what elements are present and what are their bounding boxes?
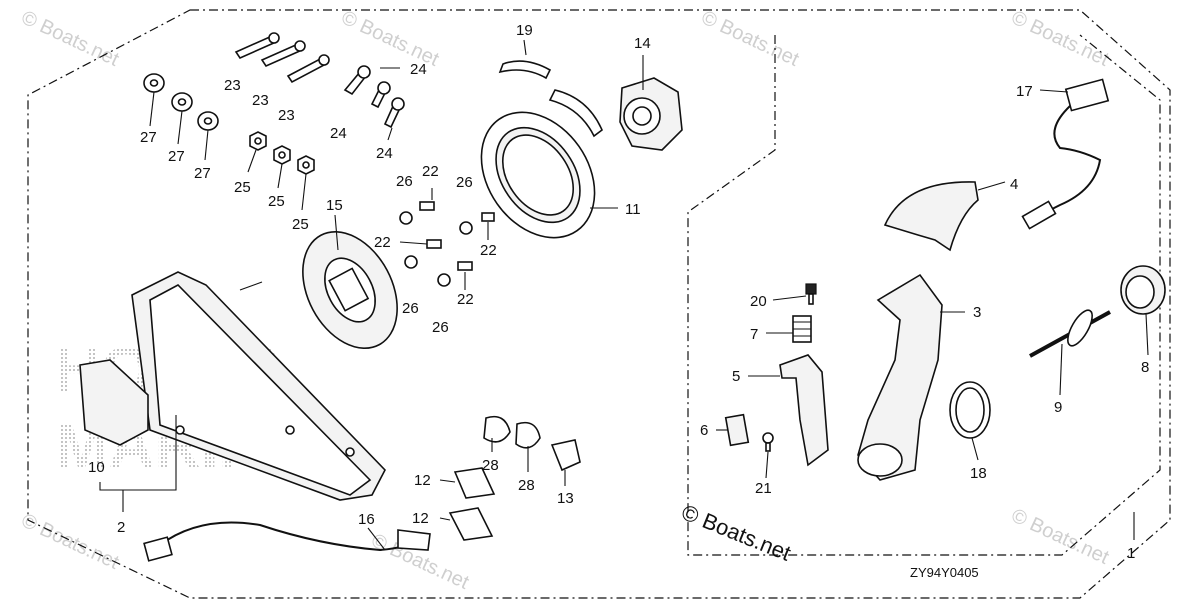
callout-7: 7: [750, 326, 758, 343]
screw-22: [419, 201, 495, 271]
copyright-text: © Boats.net: [678, 499, 794, 565]
callout-9: 9: [1054, 399, 1062, 416]
cover-4: [883, 181, 979, 252]
callout-26: 26: [456, 174, 473, 191]
callout-13: 13: [557, 490, 574, 507]
arm-hub: [857, 443, 903, 477]
washer-26: [399, 211, 473, 287]
callout-20: 20: [750, 293, 767, 310]
harness-17: [1021, 78, 1110, 230]
callout-24: 24: [330, 125, 347, 142]
callout-24: 24: [376, 145, 393, 162]
arm-3: [857, 273, 943, 481]
bracket-12: [448, 507, 494, 541]
callout-1: 1: [1127, 545, 1135, 562]
spring-7: [792, 315, 812, 343]
clip-13: [550, 439, 581, 472]
shaft-9: [1029, 309, 1111, 358]
ring-11: [480, 111, 596, 239]
callout-25: 25: [292, 216, 309, 233]
bracket-12: [453, 467, 496, 499]
callout-26: 26: [432, 319, 449, 336]
callout-25: 25: [234, 179, 251, 196]
leader-lines: [99, 39, 1149, 551]
watermark: © Boats.net: [338, 7, 443, 71]
callout-22: 22: [422, 163, 439, 180]
callout-8: 8: [1141, 359, 1149, 376]
assembly-frame-left: [27, 9, 1171, 599]
ring-18-inner: [955, 387, 985, 433]
callout-28: 28: [482, 457, 499, 474]
bolt-23: [234, 32, 330, 84]
callout-27: 27: [168, 148, 185, 165]
gear-14: [619, 77, 683, 151]
callout-27: 27: [194, 165, 211, 182]
callout-22: 22: [457, 291, 474, 308]
screw-24: [343, 65, 405, 129]
housing-2: [131, 271, 386, 501]
bushing-8: [1120, 265, 1166, 315]
watermark: © Boats.net: [18, 510, 123, 574]
callout-2: 2: [117, 519, 125, 536]
callout-12: 12: [412, 510, 429, 527]
callout-26: 26: [402, 300, 419, 317]
callout-10: 10: [88, 459, 105, 476]
callout-17: 17: [1016, 83, 1033, 100]
callout-23: 23: [252, 92, 269, 109]
callout-18: 18: [970, 465, 987, 482]
watermark: © Boats.net: [1008, 505, 1113, 569]
plate-15: [302, 231, 398, 349]
callout-4: 4: [1010, 176, 1018, 193]
callout-23: 23: [224, 77, 241, 94]
lever-5: [779, 354, 829, 467]
callout-12: 12: [414, 472, 431, 489]
callout-22: 22: [480, 242, 497, 259]
spacer-19: [498, 60, 552, 80]
cover-10: [79, 359, 149, 446]
screw-21: [762, 432, 774, 452]
assembly-frame-right: [687, 34, 1161, 556]
callout-3: 3: [973, 304, 981, 321]
watermark: © Boats.net: [698, 7, 803, 71]
block-6: [724, 413, 750, 447]
callout-14: 14: [634, 35, 651, 52]
harness-16: [143, 521, 431, 562]
callout-15: 15: [326, 197, 343, 214]
callout-11: 11: [625, 201, 641, 218]
callout-28: 28: [518, 477, 535, 494]
callout-6: 6: [700, 422, 708, 439]
watermark: © Boats.net: [18, 7, 123, 71]
callout-23: 23: [278, 107, 295, 124]
watermark: © Boats.net: [1008, 7, 1113, 71]
image-code: ZY94Y0405: [910, 565, 979, 580]
callout-24: 24: [410, 61, 427, 78]
callout-26: 26: [396, 173, 413, 190]
clip-28: [483, 415, 541, 449]
callout-27: 27: [140, 129, 157, 146]
callout-layer: 1 2 3 4 5 6 7 8 9 10 11 12 12 13 14 15 1…: [88, 22, 1149, 562]
nut-25: [249, 131, 315, 175]
washer-27: [143, 73, 219, 131]
callout-21: 21: [755, 480, 772, 497]
callout-16: 16: [358, 511, 375, 528]
screw-20: [805, 283, 817, 305]
callout-19: 19: [516, 22, 533, 39]
callout-25: 25: [268, 193, 285, 210]
plate: [548, 89, 603, 138]
callout-22: 22: [374, 234, 391, 251]
callout-5: 5: [732, 368, 740, 385]
